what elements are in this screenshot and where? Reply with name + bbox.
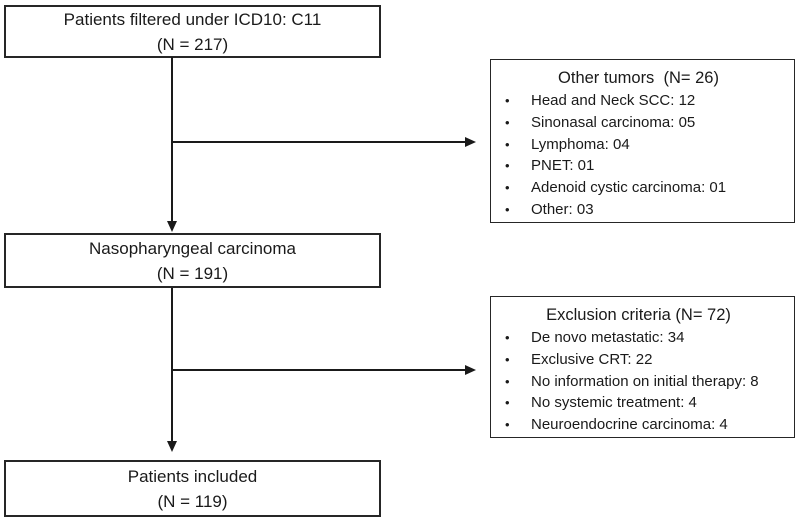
- list-item: • De novo metastatic: 34: [505, 327, 786, 349]
- box-other-tumors: Other tumors (N= 26) • Head and Neck SCC…: [490, 59, 795, 223]
- bullet-icon: •: [505, 114, 510, 130]
- list-item: • Sinonasal carcinoma: 05: [505, 112, 786, 134]
- list-item-text: PNET: 01: [531, 157, 595, 175]
- other-tumors-title: Other tumors (N= 26): [558, 69, 719, 87]
- box-exclusion-criteria: Exclusion criteria (N= 72) • De novo met…: [490, 296, 795, 438]
- list-item-text: Lymphoma: 04: [531, 135, 630, 153]
- bullet-icon: •: [505, 180, 510, 196]
- list-item: • Neuroendocrine carcinoma: 4: [505, 414, 786, 436]
- other-tumors-list: • Head and Neck SCC: 12 • Sinonasal carc…: [491, 90, 786, 221]
- list-item: • Other: 03: [505, 199, 786, 221]
- exclusion-criteria-list: • De novo metastatic: 34 • Exclusive CRT…: [491, 327, 786, 436]
- list-item-text: Other: 03: [531, 200, 594, 218]
- list-item: • PNET: 01: [505, 155, 786, 177]
- box-npc-count: (N = 191): [156, 263, 229, 283]
- bullet-icon: •: [505, 136, 510, 152]
- list-item-text: De novo metastatic: 34: [531, 329, 685, 346]
- list-item-text: Adenoid cystic carcinoma: 01: [531, 179, 727, 197]
- list-item-text: Neuroendocrine carcinoma: 4: [531, 416, 728, 434]
- list-item: • No information on initial therapy: 8: [505, 371, 786, 393]
- box-nasopharyngeal-carcinoma: Nasopharyngeal carcinoma (N = 191): [4, 233, 381, 288]
- list-item-text: Exclusive CRT: 22: [531, 350, 653, 368]
- list-item-text: Sinonasal carcinoma: 05: [531, 113, 696, 131]
- box-icd10-count: (N = 217): [156, 34, 229, 54]
- box-icd10-label: Patients filtered under ICD10: C11: [63, 9, 322, 29]
- box-patients-included: Patients included (N = 119): [4, 460, 381, 517]
- exclusion-criteria-title: Exclusion criteria (N= 72): [546, 306, 731, 324]
- list-item: • Exclusive CRT: 22: [505, 349, 786, 371]
- bullet-icon: •: [505, 417, 510, 433]
- bullet-icon: •: [505, 93, 510, 108]
- list-item: • No systemic treatment: 4: [505, 392, 786, 414]
- list-item-text: Head and Neck SCC: 12: [531, 92, 696, 109]
- box-included-label: Patients included: [127, 466, 258, 486]
- box-npc-label: Nasopharyngeal carcinoma: [89, 238, 296, 258]
- list-item: • Adenoid cystic carcinoma: 01: [505, 177, 786, 199]
- list-item-text: No systemic treatment: 4: [531, 394, 697, 412]
- bullet-icon: •: [505, 395, 510, 411]
- list-item: • Head and Neck SCC: 12: [505, 90, 786, 112]
- bullet-icon: •: [505, 351, 510, 367]
- bullet-icon: •: [505, 158, 510, 174]
- list-item-text: No information on initial therapy: 8: [531, 372, 759, 390]
- bullet-icon: •: [505, 201, 510, 217]
- box-included-count: (N = 119): [157, 491, 228, 511]
- bullet-icon: •: [505, 330, 510, 345]
- box-icd10-filter: Patients filtered under ICD10: C11 (N = …: [4, 5, 381, 58]
- list-item: • Lymphoma: 04: [505, 134, 786, 156]
- bullet-icon: •: [505, 373, 510, 389]
